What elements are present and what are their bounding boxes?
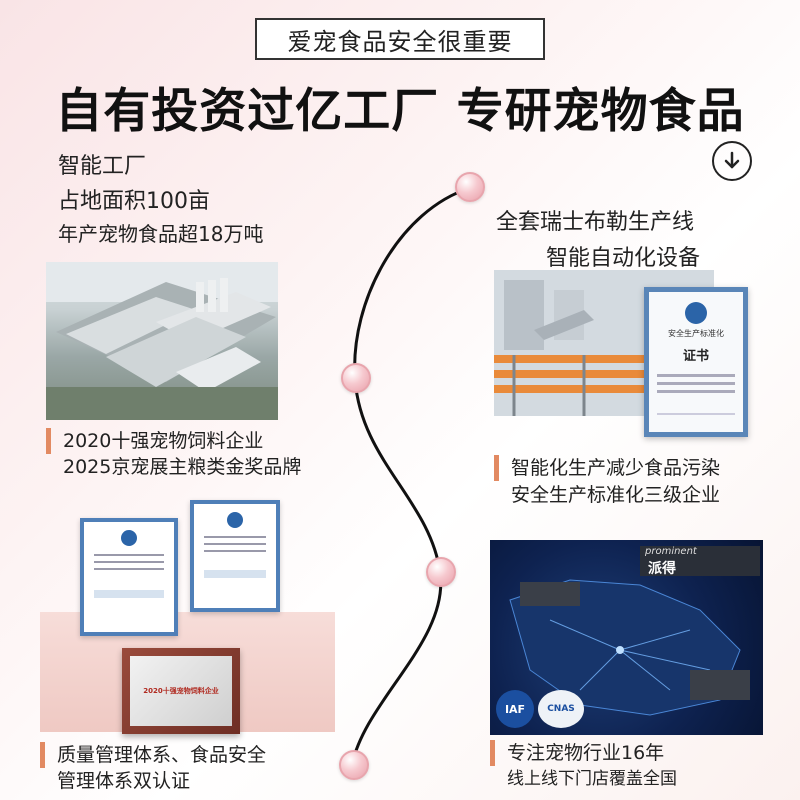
store-caption: 专注宠物行业16年 bbox=[490, 740, 664, 766]
safety-certificate: 安全生产标准化 证书 bbox=[644, 287, 748, 437]
cert-emblem-icon bbox=[227, 512, 243, 528]
factory-aerial-image bbox=[46, 262, 278, 420]
store-coverage-map-image: prominent 派得 IAF CNAS bbox=[490, 540, 763, 735]
timeline-dot bbox=[426, 557, 456, 587]
cert-text-line bbox=[204, 536, 266, 538]
cert-logo-row bbox=[204, 570, 266, 578]
line-caption-line-1: 智能化生产减少食品污染 bbox=[511, 457, 721, 479]
cert-text-line bbox=[94, 554, 164, 556]
line-caption: 智能化生产减少食品污染 bbox=[494, 455, 720, 481]
line-caption-2: 安全生产标准化三级企业 bbox=[494, 482, 720, 508]
timeline-dot bbox=[339, 750, 369, 780]
intro-line-1: 智能工厂 bbox=[58, 154, 147, 179]
cert-emblem-icon bbox=[685, 302, 707, 324]
cert-text-line bbox=[204, 550, 266, 552]
cert-text-line bbox=[657, 374, 735, 377]
cert-text-line bbox=[94, 568, 164, 570]
page-headline: 自有投资过亿工厂 专研宠物食品 bbox=[55, 84, 745, 139]
arrow-down-circle-icon[interactable] bbox=[712, 141, 752, 181]
cert-stamp: 证书 bbox=[682, 349, 709, 364]
cert-caption-line-2: 管理体系双认证 bbox=[57, 770, 191, 792]
cert-caption-line-1: 质量管理体系、食品安全 bbox=[57, 744, 267, 766]
factory-caption-line-1: 2020十强宠物饲料企业 bbox=[63, 430, 264, 452]
intro-line-3: 年产宠物食品超18万吨 bbox=[58, 222, 264, 246]
cnas-logo: CNAS bbox=[538, 690, 584, 728]
equipment-line-1: 全套瑞士布勒生产线 bbox=[496, 210, 695, 235]
cert-emblem-icon bbox=[121, 530, 137, 546]
equipment-line-2: 智能自动化设备 bbox=[546, 246, 701, 271]
cert-caption-2: 管理体系双认证 bbox=[40, 768, 190, 794]
cert-caption: 质量管理体系、食品安全 bbox=[40, 742, 266, 768]
food-safety-certificate bbox=[190, 500, 280, 612]
factory-caption-line-2: 2025京宠展主粮类金奖品牌 bbox=[63, 456, 302, 478]
timeline-dot bbox=[455, 172, 485, 202]
intro-line-2: 占地面积100亩 bbox=[58, 189, 210, 214]
line-caption-line-2: 安全生产标准化三级企业 bbox=[511, 484, 721, 506]
iaf-logo: IAF bbox=[496, 690, 534, 728]
plaque-text: 2020十强宠物饲料企业 bbox=[143, 687, 219, 695]
store-brand-cn: 派得 bbox=[648, 561, 676, 577]
tagline-box: 爱宠食品安全很重要 bbox=[255, 18, 545, 60]
factory-caption-2: 2025京宠展主粮类金奖品牌 bbox=[46, 454, 301, 480]
cert-text-line bbox=[657, 413, 735, 415]
cert-text-line bbox=[94, 561, 164, 563]
cert-text-line bbox=[657, 390, 735, 393]
factory-caption: 2020十强宠物饲料企业 bbox=[46, 428, 263, 454]
store-caption-line-2: 线上线下门店覆盖全国 bbox=[507, 769, 677, 789]
cert-text-line bbox=[204, 543, 266, 545]
timeline-dot bbox=[341, 363, 371, 393]
cert-title: 安全生产标准化 bbox=[668, 329, 724, 338]
award-plaque: 2020十强宠物饲料企业 bbox=[122, 648, 240, 734]
cert-logo-row bbox=[94, 590, 164, 598]
store-caption-2: 线上线下门店覆盖全国 bbox=[490, 766, 677, 792]
arrow-down-glyph bbox=[724, 151, 740, 169]
quality-certificate bbox=[80, 518, 178, 636]
store-brand-en: prominent bbox=[645, 546, 697, 557]
store-caption-line-1: 专注宠物行业16年 bbox=[507, 742, 665, 764]
cert-text-line bbox=[657, 382, 735, 385]
